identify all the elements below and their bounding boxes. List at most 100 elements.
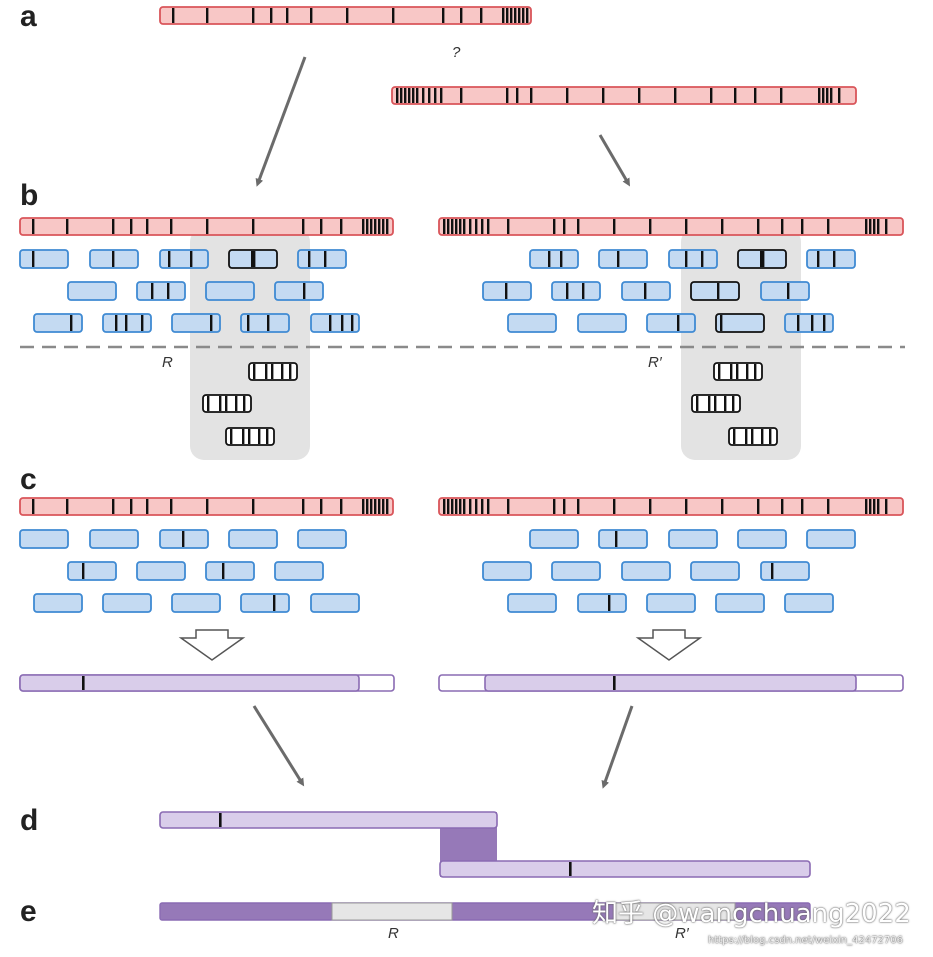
read-b-left-10-mark (141, 315, 144, 331)
repeat-read-2-mark (242, 429, 245, 444)
read-b-left-4-mark (324, 251, 327, 267)
chromosome-a-bottom-mark (428, 88, 431, 103)
chromosome-c-right-mark (685, 499, 688, 514)
chromosome-a-bottom-mark (460, 88, 463, 103)
repeat-read-4-mark (696, 396, 699, 411)
repeat-read-4-mark (708, 396, 711, 411)
read-b-left-0 (19, 249, 69, 269)
chromosome-b-right-mark (469, 219, 472, 234)
read-b-left-11 (171, 313, 221, 333)
contig-d-bottom (439, 860, 811, 878)
read-c-left-5-mark (82, 563, 85, 579)
watermark-url: https://blog.csdn.net/weixin_42472706 (708, 935, 904, 946)
chromosome-b-left-mark (378, 219, 381, 234)
chromosome-a-bottom-mark (754, 88, 757, 103)
read-b-right-6-mark (582, 283, 585, 299)
chromosome-b-left-mark (66, 219, 69, 234)
repeat-read-5-mark (733, 429, 736, 444)
chromosome-b-right-mark (459, 219, 462, 234)
repeat-read-4-mark (724, 396, 727, 411)
chromosome-c-right-mark (459, 499, 462, 514)
repeat-read-3-mark (754, 364, 757, 379)
read-c-left-7 (205, 561, 255, 581)
read-c-right-6 (551, 561, 601, 581)
chromosome-a-bottom-mark (416, 88, 419, 103)
chromosome-a-top-mark (502, 8, 505, 23)
chromosome-c-right-mark (469, 499, 472, 514)
read-b-left-13-mark (351, 315, 354, 331)
chromosome-a-top-mark (270, 8, 273, 23)
chromosome-b-right-mark (487, 219, 490, 234)
chromosome-a-bottom-mark (506, 88, 509, 103)
chromosome-a-bottom-mark (396, 88, 399, 103)
read-b-left-3-mark (253, 251, 256, 267)
read-b-left-6-mark (151, 283, 154, 299)
read-c-right-11-mark (608, 595, 611, 611)
read-b-right-9 (760, 281, 810, 301)
chromosome-a-bottom-mark (422, 88, 425, 103)
contig-d-top (159, 811, 498, 829)
read-b-right-10 (507, 313, 557, 333)
chromosome-a-top-mark (526, 8, 529, 23)
arrow-c-right (601, 705, 634, 789)
chromosome-c-left-mark (374, 499, 377, 514)
chromosome-c-right-mark (507, 499, 510, 514)
chromosome-a-top-mark (346, 8, 349, 23)
chromosome-b-left-mark (362, 219, 365, 234)
chromosome-c-left-mark (302, 499, 305, 514)
read-b-right-12-mark (677, 315, 680, 331)
chromosome-c-left-mark (366, 499, 369, 514)
read-b-right-2 (668, 249, 718, 269)
chromosome-c-left-mark (386, 499, 389, 514)
repeat-read-3-mark (718, 364, 721, 379)
read-b-left-3-mark (251, 251, 254, 267)
chromosome-c-right-mark (721, 499, 724, 514)
read-b-left-12 (240, 313, 290, 333)
chromosome-c-left-mark (32, 499, 35, 514)
read-b-left-4-mark (308, 251, 311, 267)
chromosome-b-left-mark (112, 219, 115, 234)
read-b-left-12-mark (247, 315, 250, 331)
chromosome-c-left-mark (66, 499, 69, 514)
chromosome-b-left-mark (340, 219, 343, 234)
repeat-read-0-mark (289, 364, 292, 379)
read-b-left-10-mark (125, 315, 128, 331)
repeat-read-1-mark (219, 396, 222, 411)
chromosome-c-left-mark (382, 499, 385, 514)
read-c-left-7-mark (222, 563, 225, 579)
contig-right-mark (613, 676, 616, 690)
chromosome-a-bottom-mark (566, 88, 569, 103)
contig-d-bottom-mark (569, 862, 572, 876)
read-b-right-14-mark (797, 315, 800, 331)
repeat-read-3-mark (736, 364, 739, 379)
chromosome-b-left-mark (374, 219, 377, 234)
chromosome-b-right-mark (885, 219, 888, 234)
chromosome-c-left-mark (370, 499, 373, 514)
chromosome-a-top-mark (510, 8, 513, 23)
read-b-right-4 (806, 249, 856, 269)
chromosome-a-top-mark (480, 8, 483, 23)
read-b-right-13-mark (720, 315, 723, 331)
read-c-right-8 (690, 561, 740, 581)
contig-right (484, 674, 857, 692)
repeat-read-2-mark (248, 429, 251, 444)
repeat-read-1-mark (225, 396, 228, 411)
read-b-right-2-mark (701, 251, 704, 267)
read-b-right-2-mark (685, 251, 688, 267)
chromosome-c-left-mark (146, 499, 149, 514)
repeat-read-4-mark (714, 396, 717, 411)
chromosome-a-bottom-mark (412, 88, 415, 103)
chromosome-c-right-mark (487, 499, 490, 514)
read-c-right-9 (760, 561, 810, 581)
chromosome-a-bottom-mark (602, 88, 605, 103)
contig-d-top-mark (219, 813, 222, 827)
chromosome-a-bottom-mark (516, 88, 519, 103)
chromosome-c-right-mark (451, 499, 454, 514)
chromosome-a-bottom-mark (734, 88, 737, 103)
label-r-panel-b: R (162, 354, 173, 371)
chromosome-b-right-mark (781, 219, 784, 234)
chromosome-b-left-mark (130, 219, 133, 234)
read-b-right-1-mark (617, 251, 620, 267)
read-c-right-12 (646, 593, 696, 613)
